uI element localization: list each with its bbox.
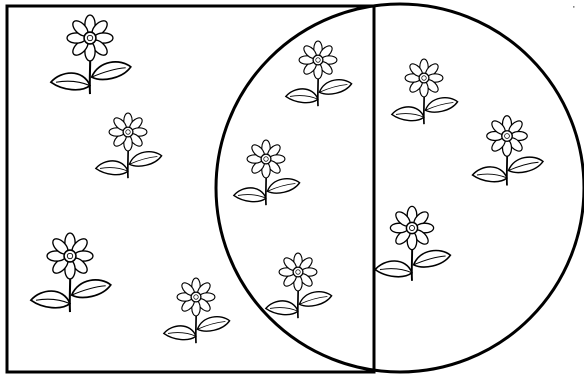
flower-icon — [392, 59, 458, 124]
corner-mark: · — [572, 2, 576, 13]
flower-icon — [164, 278, 230, 343]
flower-icon — [234, 140, 300, 205]
flower-icon — [96, 113, 162, 178]
flower-icon — [375, 206, 450, 280]
flower-icon — [286, 41, 352, 106]
flower-icon — [51, 15, 131, 94]
flower-icon — [31, 233, 111, 312]
flower-icon — [473, 116, 544, 186]
flower-icon — [266, 253, 332, 318]
